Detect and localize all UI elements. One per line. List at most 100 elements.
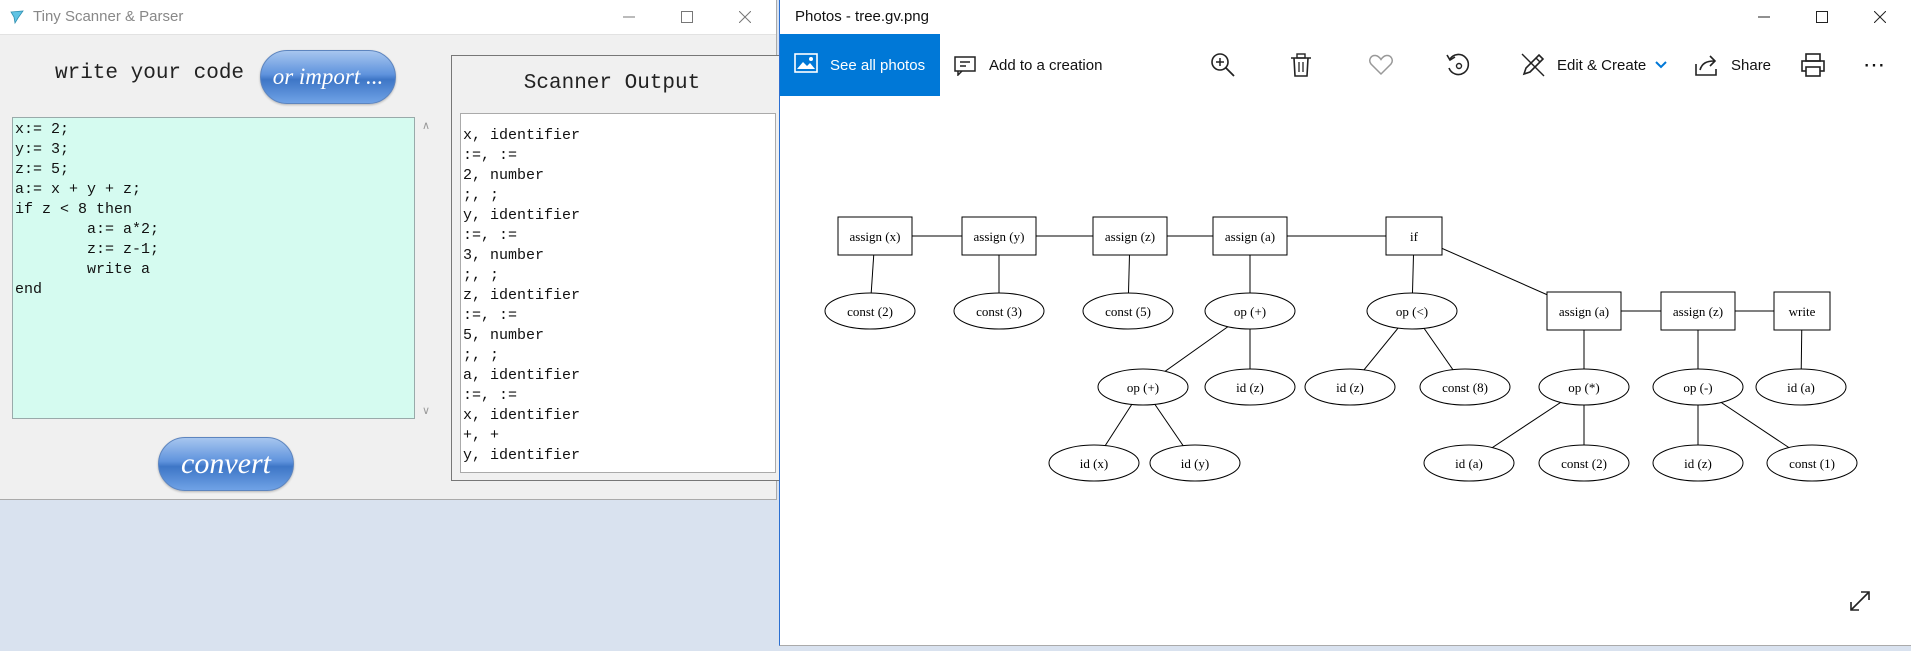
- scanner-output-title: Scanner Output: [523, 72, 701, 95]
- tree-node-opminus: op (-): [1652, 368, 1744, 406]
- heart-icon: [1368, 54, 1394, 76]
- tree-node-c2: const (2): [824, 292, 916, 330]
- maximize-button[interactable]: [658, 0, 716, 34]
- tree-node-label: id (a): [1455, 456, 1483, 471]
- tree-node-label: assign (y): [974, 229, 1025, 244]
- title-bar[interactable]: Photos - tree.gv.png: [780, 0, 1911, 34]
- title-bar[interactable]: Tiny Scanner & Parser: [0, 0, 776, 35]
- tree-node-label: op (+): [1127, 380, 1159, 395]
- tree-node-wr: write: [1773, 291, 1831, 331]
- chevron-down-icon: [1655, 61, 1667, 69]
- scanner-output-line: x, identifier: [463, 127, 581, 144]
- scanner-output-line: 5, number: [463, 327, 545, 344]
- tree-node-label: id (z): [1236, 380, 1264, 395]
- window-title: Photos - tree.gv.png: [795, 8, 929, 25]
- favorite-button[interactable]: [1368, 34, 1405, 96]
- add-creation-icon: [954, 54, 978, 76]
- photo-icon: [794, 53, 818, 77]
- code-editor[interactable]: x:= 2; y:= 3; z:= 5; a:= x + y + z; if z…: [12, 117, 415, 419]
- tree-node-label: assign (z): [1105, 229, 1155, 244]
- edit-pen-icon: [1520, 52, 1546, 78]
- tree-node-opmul: op (*): [1538, 368, 1630, 406]
- convert-button[interactable]: convert: [158, 437, 294, 491]
- zoom-button[interactable]: [1210, 34, 1247, 96]
- tree-node-if: if: [1385, 216, 1443, 256]
- print-button[interactable]: [1800, 34, 1837, 96]
- rotate-icon: [1445, 52, 1471, 78]
- tree-node-label: const (8): [1442, 380, 1488, 395]
- more-options-icon[interactable]: ⋯: [1863, 52, 1886, 77]
- tree-node-a4: assign (a): [1212, 216, 1288, 256]
- tree-node-opplus1: op (+): [1204, 292, 1296, 330]
- delete-button[interactable]: [1290, 34, 1323, 96]
- tree-node-label: id (a): [1787, 380, 1815, 395]
- tree-node-idz3: id (z): [1652, 444, 1744, 482]
- image-viewer[interactable]: assign (x) assign (y) assign (z) assign (a)…: [780, 96, 1911, 644]
- scanner-output-line: 3, number: [463, 247, 545, 264]
- rotate-button[interactable]: [1445, 34, 1482, 96]
- see-all-photos-button[interactable]: See all photos: [780, 34, 940, 96]
- scanner-output-line: :=, :=: [463, 227, 518, 244]
- scanner-output-line: z, identifier: [463, 287, 581, 304]
- scanner-output-line: ;, ;: [463, 267, 500, 284]
- window-title: Tiny Scanner & Parser: [33, 8, 184, 25]
- tree-node-oplt: op (<): [1366, 292, 1458, 330]
- tree-node-ida1: id (a): [1755, 368, 1847, 406]
- tree-node-label: assign (z): [1673, 304, 1723, 319]
- scanner-parser-window: Tiny Scanner & Parser write your code or…: [0, 0, 781, 500]
- tree-node-a6: assign (z): [1660, 291, 1736, 331]
- tree-node-a3: assign (z): [1092, 216, 1168, 256]
- tree-node-label: const (3): [976, 304, 1022, 319]
- minimize-button[interactable]: [600, 0, 658, 34]
- tree-node-a1: assign (x): [837, 216, 913, 256]
- tree-node-idx: id (x): [1048, 444, 1140, 482]
- scroll-up-icon[interactable]: ∧: [422, 120, 431, 132]
- tree-node-c5: const (5): [1082, 292, 1174, 330]
- edit-create-button[interactable]: Edit & Create: [1520, 34, 1667, 96]
- scanner-output-line: +, +: [463, 427, 500, 444]
- tree-node-label: const (5): [1105, 304, 1151, 319]
- scanner-output-line: x, identifier: [463, 407, 581, 424]
- write-code-label: write your code: [55, 62, 245, 85]
- share-button[interactable]: Share: [1694, 34, 1771, 96]
- tree-node-label: assign (a): [1559, 304, 1609, 319]
- tree-node-label: const (2): [847, 304, 893, 319]
- tree-node-opplus2: op (+): [1097, 368, 1189, 406]
- tree-node-label: op (+): [1234, 304, 1266, 319]
- tree-node-label: id (z): [1336, 380, 1364, 395]
- scroll-down-icon[interactable]: ∨: [422, 405, 431, 417]
- maximize-button[interactable]: [1793, 0, 1851, 34]
- tree-node-label: if: [1410, 229, 1419, 244]
- close-button[interactable]: [1851, 0, 1909, 34]
- tree-node-label: assign (x): [850, 229, 901, 244]
- tree-node-label: id (x): [1080, 456, 1109, 471]
- tree-node-a2: assign (y): [961, 216, 1037, 256]
- scanner-output-line: y, identifier: [463, 447, 581, 464]
- tree-node-ida2: id (a): [1423, 444, 1515, 482]
- tree-node-c1: const (1): [1766, 444, 1858, 482]
- code-scrollbar[interactable]: ∧ ∨: [418, 117, 436, 419]
- tree-node-label: const (1): [1789, 456, 1835, 471]
- minimize-button[interactable]: [1735, 0, 1793, 34]
- see-all-label: See all photos: [830, 56, 926, 74]
- close-button[interactable]: [716, 0, 774, 34]
- trash-icon: [1290, 53, 1312, 77]
- add-to-creation-button[interactable]: Add to a creation: [954, 34, 1102, 96]
- tree-node-idy: id (y): [1149, 444, 1241, 482]
- printer-icon: [1800, 52, 1826, 78]
- share-label: Share: [1731, 56, 1772, 74]
- tree-node-c3: const (3): [953, 292, 1045, 330]
- import-button[interactable]: or import ...: [260, 50, 396, 104]
- app-feather-icon: [9, 9, 25, 25]
- photos-window: Photos - tree.gv.png See all photos: [779, 0, 1911, 646]
- photos-toolbar: See all photos Add to a creation: [780, 34, 1911, 96]
- share-icon: [1694, 53, 1720, 77]
- scanner-output-text[interactable]: x, identifier:=, :=2, number;, ;y, ident…: [460, 113, 776, 473]
- tree-node-label: id (z): [1684, 456, 1712, 471]
- expand-icon[interactable]: [1848, 589, 1872, 618]
- tree-node-label: op (*): [1568, 380, 1599, 395]
- tree-node-c2b: const (2): [1538, 444, 1630, 482]
- tree-node-label: op (<): [1396, 304, 1428, 319]
- scanner-output-panel: Scanner Output x, identifier:=, :=2, num…: [451, 55, 781, 481]
- scanner-output-line: ;, ;: [463, 347, 500, 364]
